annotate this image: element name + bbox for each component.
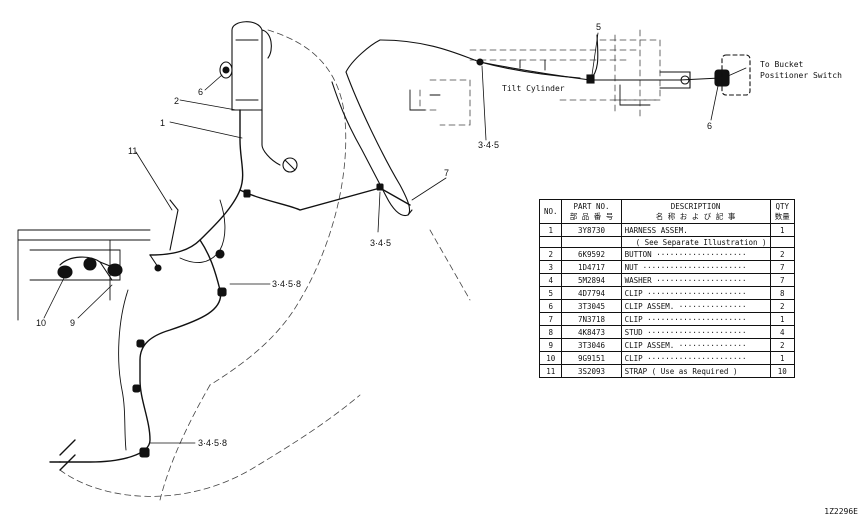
cell-desc: STRAP ( Use as Required ) [620,364,771,378]
callout-2: 2 [174,96,180,106]
cell-desc: STUD ······················ [620,325,771,339]
cell-no: 2 [538,247,563,261]
cell-part: 7N3718 [561,312,622,326]
leader-lines [43,32,747,444]
cell-part: 3Y8730 [561,223,622,237]
cell-qty: 2 [769,338,795,352]
cell-no: 3 [538,260,563,274]
cell-part [561,236,622,248]
cell-part: 3S2093 [561,364,622,378]
cell-no: 10 [538,351,563,365]
callout-11: 11 [128,146,138,156]
callout-7: 7 [444,168,450,178]
callout-6-switch: 6 [707,121,713,131]
cell-part: 4D7794 [561,286,622,300]
cell-desc: CLIP ASSEM. ··············· [620,299,771,313]
table-row: ( See Separate Illustration ) [538,236,795,248]
cell-part: 9G9151 [561,351,622,365]
callout-9: 9 [70,318,76,328]
callout-345-arm: 3·4·5 [370,238,392,248]
lift-arm [331,39,581,217]
upright-assembly [219,21,298,173]
harness-clips [132,183,384,458]
machine-outline [59,29,661,501]
cell-no: 4 [538,273,563,287]
cell-part: 4K8473 [561,325,622,339]
cell-qty: 1 [769,223,795,237]
label-to-bucket: To Bucket [760,60,804,69]
callout-5: 5 [596,22,602,32]
main-harness [49,109,411,471]
cell-qty [769,236,795,248]
label-positioner-switch: Positioner Switch [760,71,842,80]
cell-qty: 7 [769,260,795,274]
connector-cluster [57,199,179,281]
header-part-no: PART NO.部 品 番 号 [561,199,622,224]
cell-qty: 1 [769,351,795,365]
callout-345-tilt: 3·4·5 [478,140,500,150]
cell-no: 1 [538,223,563,237]
figure-id: 1Z2296E [824,507,858,516]
callout-3458-upper: 3·4·5·8 [272,279,302,289]
callout-1: 1 [160,118,166,128]
cell-desc: CLIP ······················ [620,312,771,326]
front-frame [17,199,226,451]
header-no: NO. [538,199,563,224]
cell-desc: NUT ······················· [620,260,771,274]
cell-desc: ( See Separate Illustration ) [620,236,771,248]
cell-no: 5 [538,286,563,300]
cell-no: 6 [538,299,563,313]
cell-no: 8 [538,325,563,339]
cell-no: 7 [538,312,563,326]
callout-10: 10 [36,318,47,328]
cell-qty: 2 [769,299,795,313]
cell-desc: CLIP ······················ [620,351,771,365]
cell-desc: CLIP ASSEM. ··············· [620,338,771,352]
callout-3458-lower: 3·4·5·8 [198,438,228,448]
cell-desc: HARNESS ASSEM. [620,223,771,237]
cell-no: 9 [538,338,563,352]
callout-6-upright: 6 [198,87,204,97]
cell-desc: WASHER ···················· [620,273,771,287]
cell-qty: 7 [769,273,795,287]
cylinder-details [409,59,651,111]
cell-no: 11 [538,364,563,378]
cell-desc: BUTTON ···················· [620,247,771,261]
tilt-harness [476,34,751,96]
cell-qty: 10 [769,364,795,378]
label-tilt-cylinder: Tilt Cylinder [502,84,565,93]
cell-part: 6K9592 [561,247,622,261]
cell-part: 3T3046 [561,338,622,352]
cell-qty: 2 [769,247,795,261]
cell-qty: 1 [769,312,795,326]
cell-qty: 4 [769,325,795,339]
cell-part: 5M2894 [561,273,622,287]
cell-qty: 8 [769,286,795,300]
cell-desc: CLIP ······················ [620,286,771,300]
cell-no [538,236,563,248]
cell-part: 3T3045 [561,299,622,313]
cell-part: 1D4717 [561,260,622,274]
